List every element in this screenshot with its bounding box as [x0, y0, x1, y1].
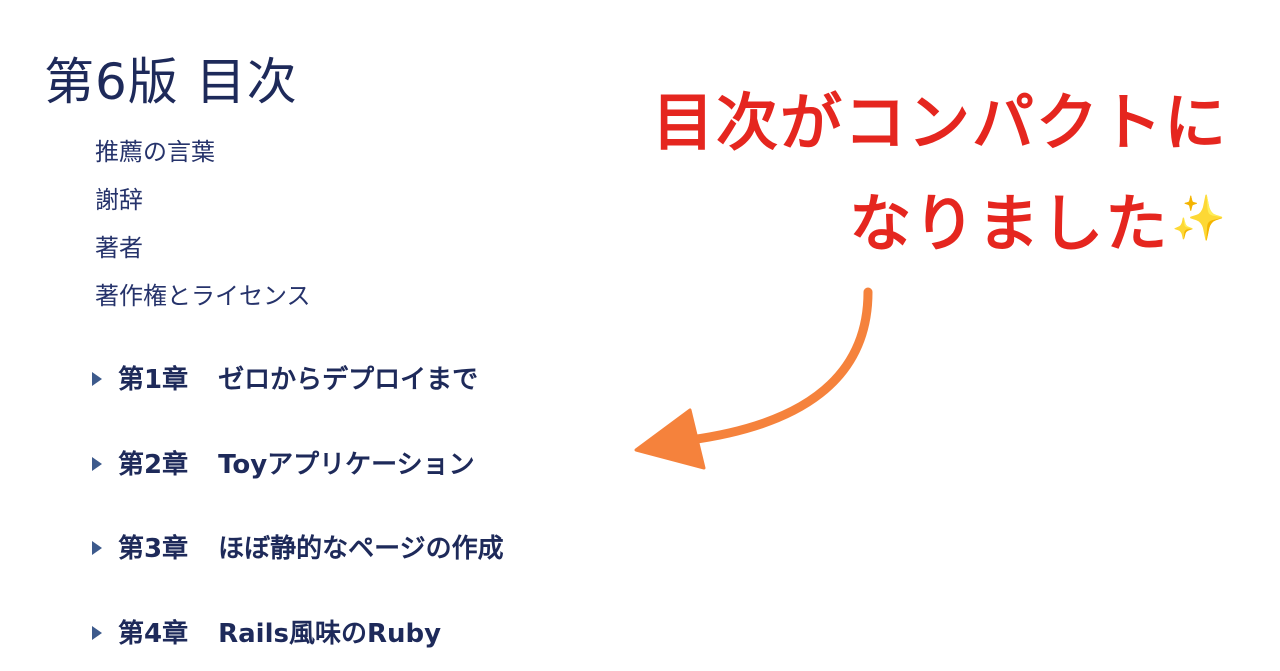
- toc-link-recommendations[interactable]: 推薦の言葉: [95, 138, 215, 166]
- chapter-title: Toyアプリケーション: [218, 449, 475, 480]
- disclosure-triangle-icon[interactable]: [92, 456, 102, 471]
- chapter-item-3[interactable]: 第3章 ほぼ静的なページの作成: [92, 529, 504, 614]
- callout-line-2: なりました✨: [652, 171, 1228, 272]
- front-matter-list: 推薦の言葉 謝辞 著者 著作権とライセンス: [95, 135, 311, 327]
- chapter-title: ゼロからデプロイまで: [218, 365, 479, 395]
- callout-annotation: 目次がコンパクトに なりました✨: [652, 75, 1228, 272]
- toc-link-acknowledgments[interactable]: 謝辞: [95, 186, 143, 214]
- arrow-shaft: [685, 287, 873, 445]
- chapter-number: 第4章: [118, 618, 189, 649]
- callout-line-2-text: なりました: [849, 187, 1170, 260]
- disclosure-triangle-icon[interactable]: [92, 625, 102, 640]
- chapter-item-4[interactable]: 第4章 Rails風味のRuby: [92, 614, 504, 671]
- chapter-title: Rails風味のRuby: [218, 618, 442, 649]
- chapter-item-1[interactable]: 第1章 ゼロからデプロイまで: [92, 360, 504, 445]
- chapter-title: ほぼ静的なページの作成: [218, 534, 504, 564]
- callout-line-1: 目次がコンパクトに: [651, 86, 1228, 159]
- toc-title: 第6版 目次: [44, 53, 298, 111]
- toc-link-copyright-license[interactable]: 著作権とライセンス: [95, 282, 311, 310]
- chapter-list: 第1章 ゼロからデプロイまで 第2章 Toyアプリケーション 第3章 ほぼ静的な…: [92, 360, 504, 671]
- toc-link-author[interactable]: 著者: [95, 234, 143, 262]
- chapter-number: 第3章: [118, 534, 189, 564]
- chapter-item-2[interactable]: 第2章 Toyアプリケーション: [92, 445, 504, 530]
- disclosure-triangle-icon[interactable]: [92, 541, 102, 555]
- chapter-number: 第1章: [118, 365, 189, 395]
- arrow-head: [634, 408, 706, 470]
- sparkle-icon: ✨: [1171, 193, 1228, 244]
- chapter-number: 第2章: [118, 449, 189, 480]
- disclosure-triangle-icon[interactable]: [92, 372, 102, 386]
